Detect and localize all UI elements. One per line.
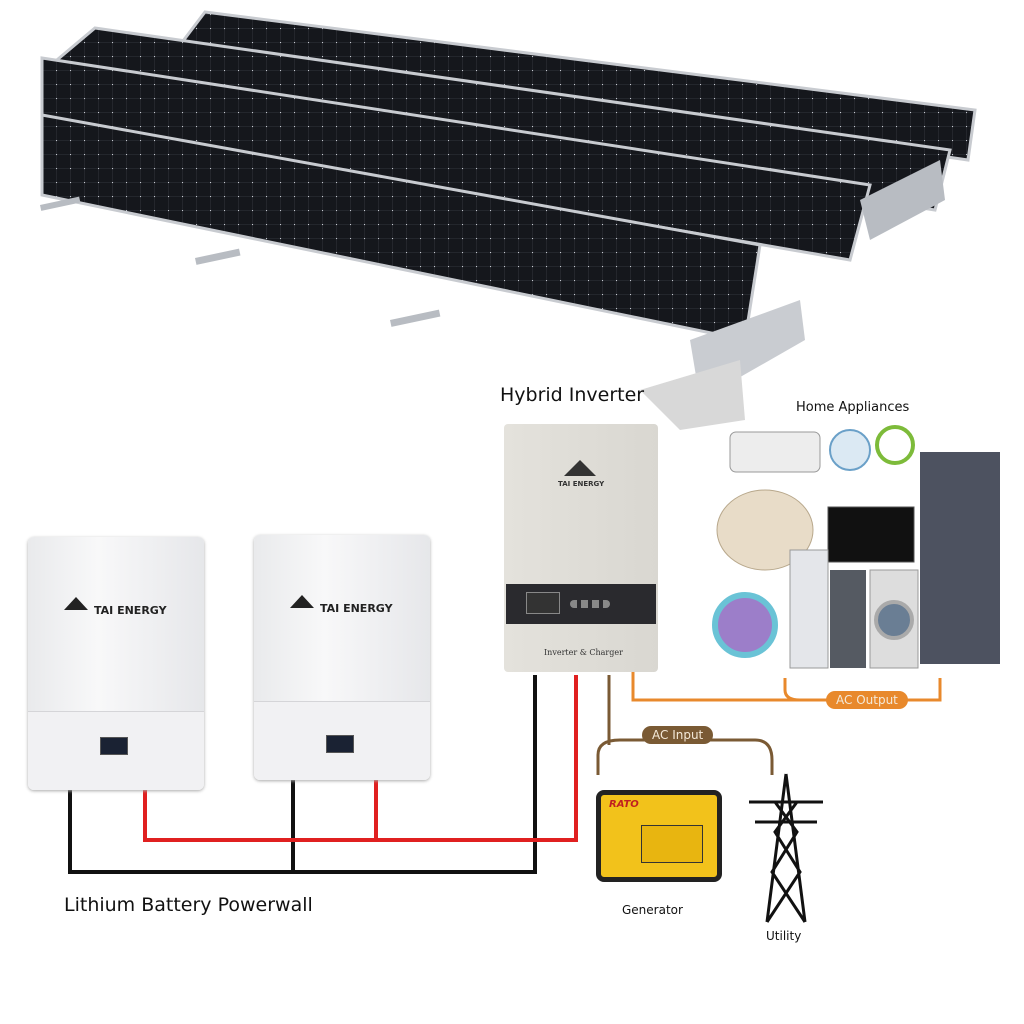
battery-screen	[100, 737, 128, 755]
generator-label: Generator	[622, 903, 683, 917]
generator: RATO	[596, 790, 722, 882]
battery-brand: TAI ENERGY	[94, 604, 167, 617]
generator-panel	[641, 825, 703, 863]
ac-input-badge: AC Input	[642, 726, 714, 744]
battery-label: Lithium Battery Powerwall	[64, 894, 313, 916]
ac-input-line	[596, 675, 774, 775]
generator-brand: RATO	[609, 799, 639, 810]
inverter-brand: TAI ENERGY	[558, 480, 605, 488]
battery-brand: TAI ENERGY	[320, 602, 393, 615]
inverter-logo-icon	[564, 460, 596, 476]
utility-tower-icon	[749, 773, 823, 923]
battery-2: TAI ENERGY	[254, 535, 430, 780]
home-appliances-group	[712, 425, 1000, 669]
positive-wire	[143, 675, 578, 842]
utility-label: Utility	[766, 929, 802, 943]
battery-screen	[326, 735, 354, 753]
battery-1: TAI ENERGY	[28, 537, 204, 790]
inverter-screen	[526, 592, 560, 614]
battery-logo-icon	[290, 595, 314, 608]
inverter-buttons	[570, 600, 610, 608]
solar-panel-array	[40, 10, 977, 430]
inverter-control-panel	[506, 584, 656, 624]
inverter-caption: Inverter & Charger	[544, 648, 623, 657]
negative-wire	[68, 675, 537, 874]
ac-output-badge: AC Output	[826, 691, 908, 709]
hybrid-inverter: TAI ENERGY Inverter & Charger	[504, 424, 658, 672]
ac-output-line	[631, 672, 942, 702]
battery-logo-icon	[64, 597, 88, 610]
home-appliances-label: Home Appliances	[796, 400, 910, 415]
hybrid-inverter-label: Hybrid Inverter	[500, 384, 645, 406]
